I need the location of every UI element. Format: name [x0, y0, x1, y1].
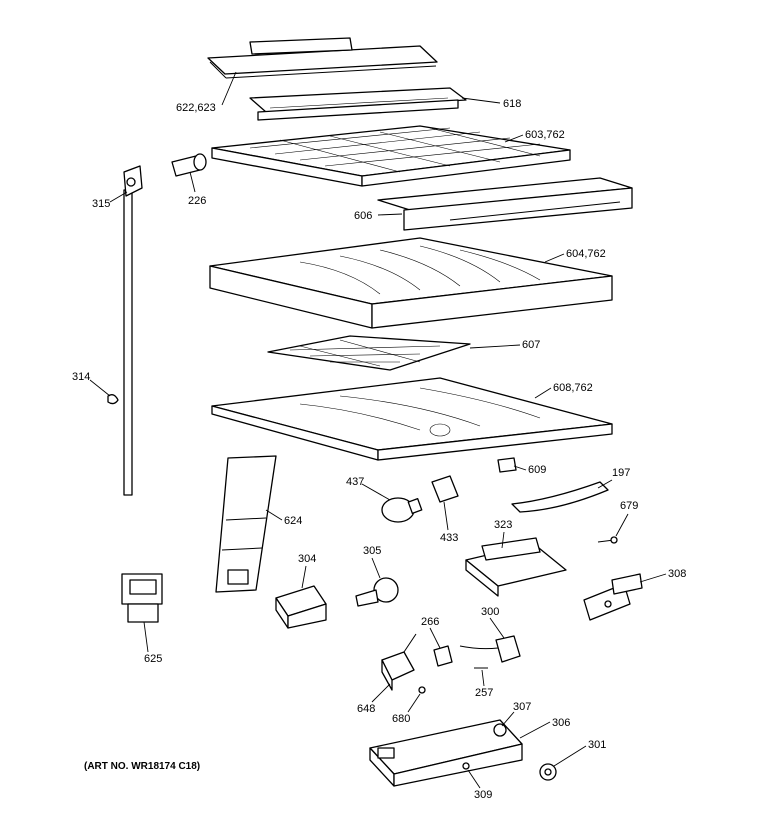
callout-603-762: 603,762: [525, 129, 565, 141]
callout-618: 618: [503, 98, 521, 110]
part-606-front: [377, 177, 633, 231]
part-607-pad: [267, 335, 471, 371]
part-226-socket: [171, 153, 207, 177]
callout-306: 306: [552, 717, 570, 729]
part-603-762-shelf: [211, 125, 571, 187]
callout-625: 625: [144, 653, 162, 665]
callout-308: 308: [668, 568, 686, 580]
part-604-762-cover: [209, 237, 613, 329]
callout-305: 305: [363, 545, 381, 557]
part-437-bulb: [381, 497, 423, 523]
part-305-thermostat: [355, 577, 399, 607]
callout-266: 266: [421, 616, 439, 628]
callout-304: 304: [298, 553, 316, 565]
part-609-fastener: [497, 457, 517, 473]
callout-606: 606: [354, 210, 372, 222]
part-314-clip: [107, 394, 119, 405]
callout-315: 315: [92, 198, 110, 210]
callout-226: 226: [188, 195, 206, 207]
callout-648: 648: [357, 703, 375, 715]
part-307-knob: [493, 723, 507, 737]
part-679-screw: [597, 536, 618, 544]
callout-604-762: 604,762: [566, 248, 606, 260]
callout-622-623: 622,623: [176, 102, 216, 114]
part-308-bracket: [583, 573, 643, 621]
part-608-762-tray: [211, 377, 613, 461]
callout-257: 257: [475, 687, 493, 699]
callout-301: 301: [588, 739, 606, 751]
part-304-box: [275, 585, 327, 629]
callout-433: 433: [440, 532, 458, 544]
art-number: (ART NO. WR18174 C18): [84, 761, 200, 772]
callout-609: 609: [528, 464, 546, 476]
part-306-housing: [369, 719, 523, 787]
part-680-screw: [418, 686, 426, 694]
part-624-panel: [215, 455, 277, 593]
part-648-timer: [381, 633, 417, 691]
callout-309: 309: [474, 789, 492, 801]
part-315-rod: [123, 165, 143, 496]
callout-679: 679: [620, 500, 638, 512]
callout-307: 307: [513, 701, 531, 713]
part-433-socket: [431, 475, 459, 503]
part-323-housing: [465, 537, 567, 597]
part-301-nut: [539, 763, 557, 781]
callout-300: 300: [481, 606, 499, 618]
callout-323: 323: [494, 519, 512, 531]
part-266-switch: [433, 645, 453, 667]
part-197-strap: [511, 481, 609, 513]
part-618-rail: [249, 87, 467, 121]
callout-437: 437: [346, 476, 364, 488]
part-622-623-cover: [207, 37, 438, 79]
callout-624: 624: [284, 515, 302, 527]
part-309-screw: [462, 762, 470, 770]
callout-680: 680: [392, 713, 410, 725]
callout-608-762: 608,762: [553, 382, 593, 394]
part-300-relay: [459, 635, 521, 663]
callout-607: 607: [522, 339, 540, 351]
callout-197: 197: [612, 467, 630, 479]
part-625-housing: [121, 573, 163, 623]
callout-314: 314: [72, 371, 90, 383]
